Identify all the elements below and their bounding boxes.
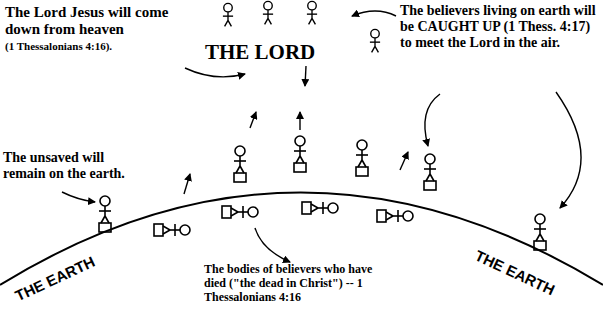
unsaved-note: The unsaved will remain on the earth. [3,150,148,182]
lord-label-box: THE LORD [205,40,315,64]
scripture-reference: (1 Thessalonians 4:16). [5,40,112,53]
lord-label: THE LORD [205,40,315,64]
heading-note-box: The Lord Jesus will come down from heave… [5,4,181,38]
dead-body [222,206,258,218]
caught-up-figure [307,1,317,24]
dead-note-box: The bodies of believers who have died ("… [204,262,394,304]
caught-up-figure [223,3,233,26]
rising-figure [356,140,368,176]
rise-arrow [400,152,408,170]
rise-arrow [184,174,190,194]
rise-arrow [299,112,300,130]
leader-arrow [556,92,581,208]
leader-arrow [185,68,245,77]
rising-figure [234,146,246,182]
dead-note: The bodies of believers who have died ("… [204,262,394,304]
believers-note-box: The believers living on earth will be CA… [400,3,598,51]
earth-label: THE EARTH [13,252,98,304]
caught-up-figure [370,29,380,52]
rise-arrow [250,112,256,128]
rising-figure [424,154,436,190]
unsaved-note-box: The unsaved will remain on the earth. [3,150,148,182]
leader-arrow [62,192,95,202]
scripture-reference-box: (1 Thessalonians 4:16). [5,40,112,53]
dead-body [154,224,190,236]
dead-body [302,202,338,214]
caught-up-figure [263,1,273,24]
leader-arrow [425,94,440,146]
heading-note: The Lord Jesus will come down from heave… [5,4,181,38]
leader-arrow [255,228,290,262]
descend-arrow [305,66,306,86]
believers-note: The believers living on earth will be CA… [400,3,598,51]
leader-arrow [352,11,396,16]
unsaved-figure [534,214,546,250]
rising-figure [294,136,306,172]
earth-label-box: THE EARTH [13,252,98,304]
dead-body [377,210,413,222]
unsaved-figure [99,196,111,232]
